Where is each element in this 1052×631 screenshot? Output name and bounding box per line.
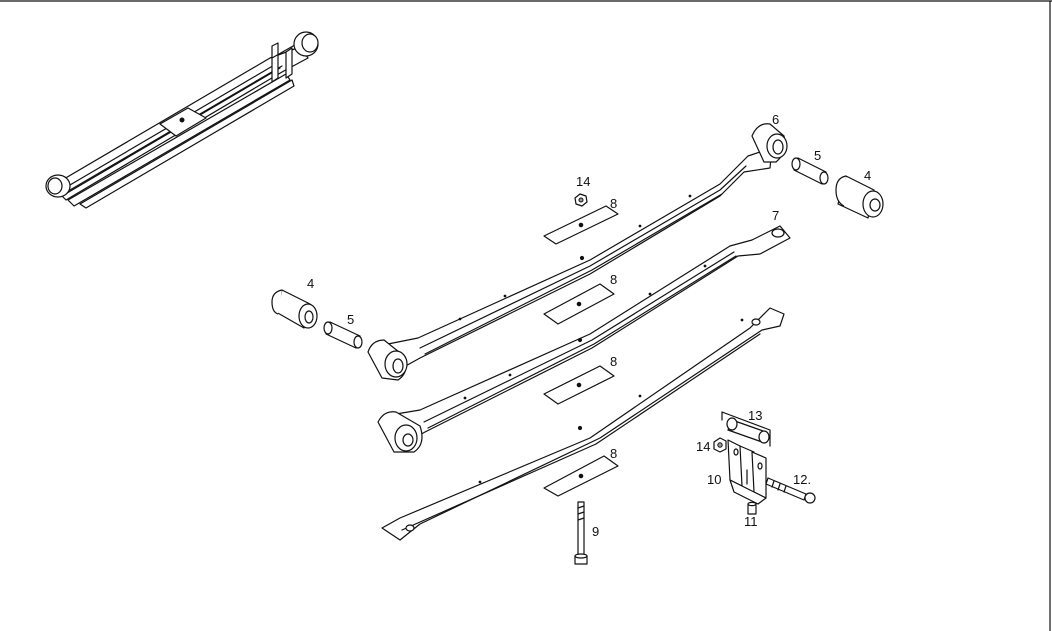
callout-14-bracket: 14 (696, 439, 710, 454)
callout-6: 6 (772, 112, 779, 127)
callout-8-c: 8 (610, 354, 617, 369)
callout-9: 9 (592, 524, 599, 539)
callout-10: 10 (707, 472, 721, 487)
callout-5-right: 5 (814, 148, 821, 163)
leaf-7 (377, 225, 791, 453)
callout-7: 7 (772, 208, 779, 223)
callout-8-a: 8 (610, 196, 617, 211)
callout-4-right: 4 (864, 168, 871, 183)
nut-14 (574, 193, 588, 207)
callout-4-left: 4 (307, 276, 314, 291)
pad-8-a (543, 205, 619, 245)
bushing-4-left (271, 289, 318, 329)
leaf-6 (367, 123, 788, 381)
bushing-4-right (835, 175, 884, 219)
callout-11: 11 (744, 514, 758, 529)
assembled-leaf-spring (45, 31, 319, 209)
shackle-pin-13 (721, 411, 771, 447)
nut-14-bracket (713, 437, 727, 453)
pad-8-c (543, 365, 615, 405)
bolt-11 (747, 501, 757, 515)
callout-8-d: 8 (610, 446, 617, 461)
pad-8-b (543, 283, 615, 325)
callout-12: 12. (793, 472, 811, 487)
callout-13: 13 (748, 408, 762, 423)
pin-5-left (323, 321, 363, 349)
callout-14-top: 14 (576, 174, 590, 189)
shackle-bracket-10 (727, 439, 767, 505)
callout-5-left: 5 (347, 312, 354, 327)
bolt-9 (574, 501, 588, 565)
pad-8-d (543, 455, 619, 497)
leaf-flat (381, 307, 785, 541)
callout-8-b: 8 (610, 272, 617, 287)
bolt-12 (765, 477, 816, 504)
pin-5-right (791, 157, 829, 185)
